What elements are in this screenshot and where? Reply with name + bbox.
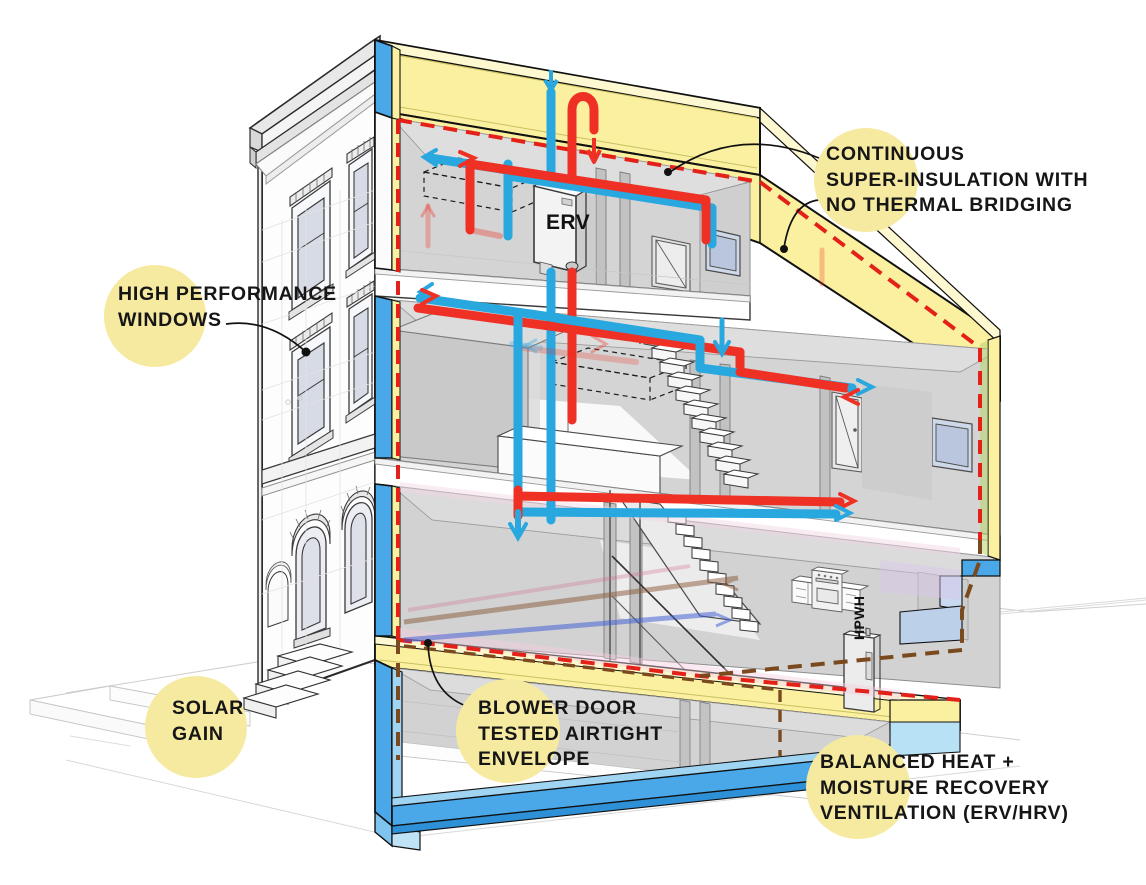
window-top-left	[288, 166, 334, 321]
duct-parlor-floor	[508, 485, 859, 543]
callout-circles	[104, 128, 918, 839]
callout-circle-balanced-ventilation	[806, 735, 910, 839]
airtight-envelope-line-lower	[396, 540, 982, 760]
window-top-right	[345, 136, 376, 279]
ceiling-cassette-top	[421, 157, 547, 213]
hpwh-unit-label: HPWH	[851, 595, 867, 640]
window-parlor-right	[340, 485, 376, 614]
front-facade	[242, 34, 381, 719]
window-basement-front	[265, 561, 292, 628]
door-mid-floor	[831, 391, 863, 473]
callout-circle-continuous-super-insulation	[814, 128, 918, 232]
window-mid-left	[288, 311, 334, 467]
callout-circle-high-performance-windows	[104, 265, 206, 367]
facade-ghost-lines	[261, 189, 376, 690]
door-top-floor	[651, 235, 691, 293]
kitchen-casework	[790, 566, 870, 613]
duct-mid-floor	[413, 282, 877, 505]
duct-ghost-parlor	[403, 564, 739, 643]
floor-slab-upper	[374, 267, 751, 321]
front-stoop	[242, 643, 355, 719]
callout-circle-solar-gain	[145, 676, 247, 778]
slab-insulation-band	[391, 743, 901, 835]
airtight-envelope-inner	[403, 644, 782, 756]
window-parlor-left	[289, 509, 331, 649]
callout-circle-blower-door	[456, 679, 560, 783]
facade-cornice	[248, 34, 381, 185]
cut-edge-rear-wall	[889, 335, 1001, 757]
erv-unit-label: ERV	[546, 211, 590, 234]
window-mid-rear	[931, 417, 973, 473]
window-mid-right	[345, 280, 376, 424]
